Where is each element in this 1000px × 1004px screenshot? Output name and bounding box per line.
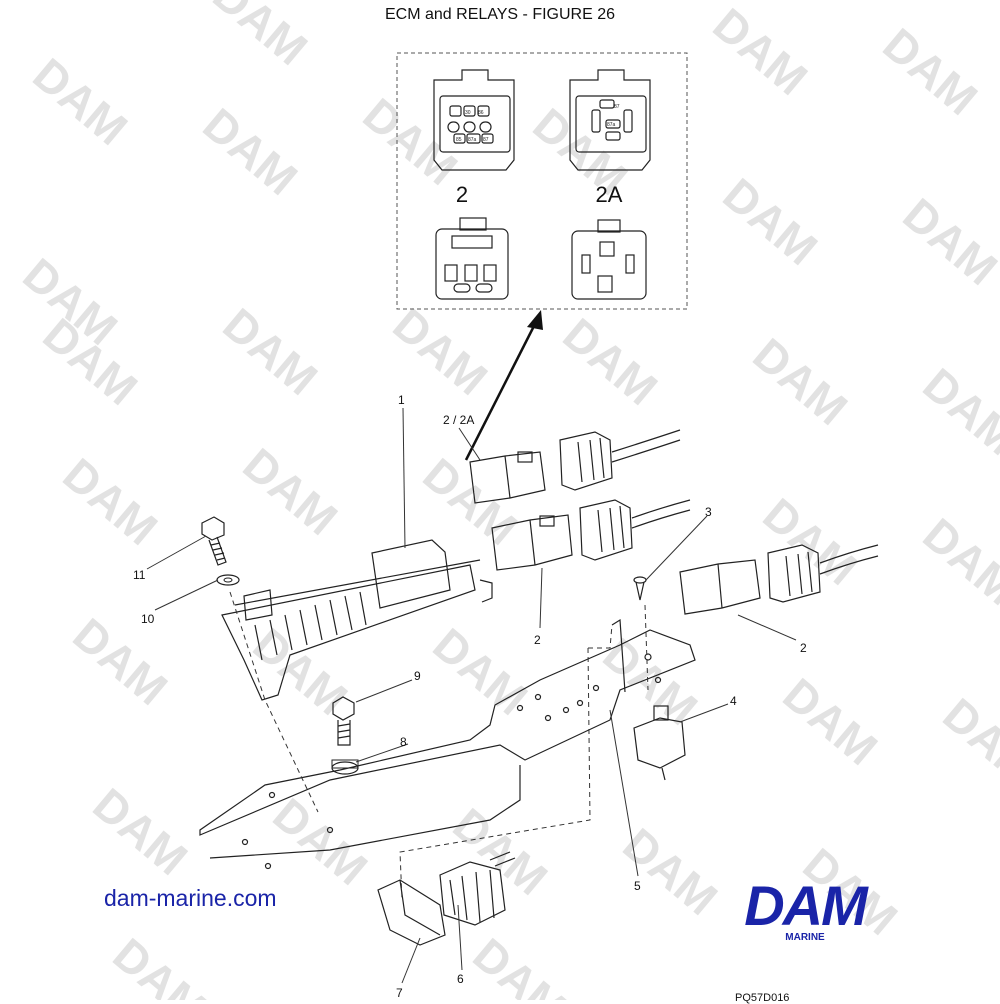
logo-sub-text: MARINE: [785, 932, 825, 943]
relay-2-pin-labels: 30 86 85 87a 87: [456, 110, 489, 143]
watermark: DAM: [384, 298, 498, 405]
logo-main-text: DAM: [744, 874, 868, 937]
relay-group-middle: [491, 499, 691, 571]
mounting-bracket: [199, 618, 696, 870]
watermark: DAM: [104, 928, 218, 1000]
watermark: DAM: [64, 608, 178, 715]
relay-2a-top-view: [569, 69, 651, 171]
relay-2-top-view: [433, 69, 515, 171]
relay-2a-pin-labels: 87 87a: [607, 104, 620, 128]
inset-label-2: 2: [456, 182, 468, 207]
watermark: DAM: [234, 438, 348, 545]
watermark: DAM: [914, 358, 1000, 465]
pin-label: 85: [456, 137, 462, 143]
callout-3: 3: [705, 505, 712, 519]
assembly-guide-lines: [229, 591, 649, 901]
ecm-module: [221, 539, 493, 701]
callout-2-2a: 2 / 2A: [443, 413, 474, 427]
watermark: DAM: [244, 618, 358, 725]
cover-7: [377, 879, 446, 946]
watermark: DAM: [914, 508, 1000, 615]
watermark: DAM: [54, 448, 168, 555]
watermark: DAM: [194, 98, 308, 205]
dam-marine-logo: DAM MARINE: [715, 876, 895, 944]
watermark: DAM: [714, 168, 828, 275]
sensor-4: [633, 705, 686, 781]
callout-2-middle: 2: [534, 633, 541, 647]
callout-2-right: 2: [800, 641, 807, 655]
leader-lines: [146, 407, 797, 984]
inset-label-2a: 2A: [596, 182, 623, 207]
callout-1: 1: [398, 393, 405, 407]
pin-label: 87: [483, 137, 489, 143]
watermark: DAM: [264, 788, 378, 895]
watermark: DAM: [464, 928, 578, 1000]
relay-2-bottom-view: [435, 217, 509, 300]
callout-11: 11: [133, 568, 146, 582]
watermark: DAM: [354, 88, 468, 195]
arrow-to-inset: [464, 310, 543, 461]
watermark: DAM: [894, 188, 1000, 295]
callout-7: 7: [396, 986, 403, 1000]
website-link[interactable]: dam-marine.com: [104, 885, 277, 911]
bolt-11: [201, 516, 227, 566]
watermark: DAM: [554, 308, 668, 415]
washer-8-body: [331, 759, 359, 769]
pin-label: 87: [614, 104, 620, 110]
watermark: DAM: [214, 298, 328, 405]
watermark-layer: DAM DAM DAM DAM DAM DAM DAM DAM DAM DAM …: [14, 0, 1000, 1000]
pin-label: 87a: [607, 122, 616, 128]
pin-label: 87a: [468, 137, 477, 143]
screw-3: [633, 576, 647, 601]
bolt-9: [332, 696, 355, 746]
watermark: DAM: [84, 778, 198, 885]
watermark: DAM: [24, 48, 138, 155]
connector-6: [439, 851, 516, 926]
watermark: DAM: [874, 18, 988, 125]
callout-4: 4: [730, 694, 737, 708]
watermark: DAM: [424, 618, 538, 725]
callout-8: 8: [400, 735, 407, 749]
relay-2a-bottom-view: [571, 219, 647, 300]
watermark: DAM: [934, 688, 1000, 795]
pin-label: 30: [465, 110, 471, 116]
drawing-code: PQ57D016: [735, 992, 790, 1004]
relay-group-upper: [469, 429, 681, 504]
watermark: DAM: [444, 798, 558, 905]
callout-9: 9: [414, 669, 421, 683]
callout-10: 10: [141, 612, 155, 626]
callouts: 1 2 / 2A 2 2 3 4 5 6 7 8 9 10 11: [133, 393, 807, 1000]
callout-5: 5: [634, 879, 641, 893]
watermark: DAM: [774, 668, 888, 775]
washer-10-hole: [223, 577, 233, 583]
figure-title: ECM and RELAYS - FIGURE 26: [385, 6, 615, 23]
pin-label: 86: [478, 110, 484, 116]
relay-group-right: [679, 544, 879, 615]
washer-10: [216, 574, 240, 586]
callout-6: 6: [457, 972, 464, 986]
watermark: DAM: [744, 328, 858, 435]
